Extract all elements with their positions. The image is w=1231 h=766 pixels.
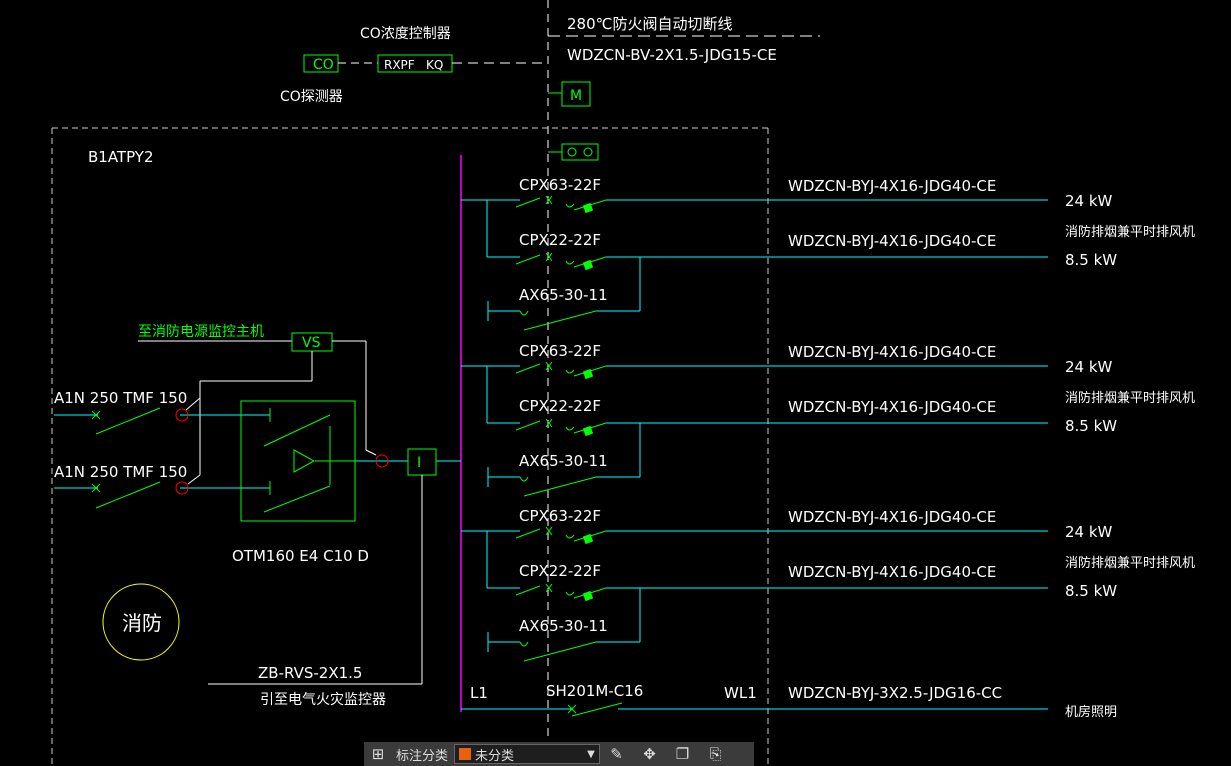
aux-blade xyxy=(523,310,597,331)
power-8.5kw: 8.5 kW xyxy=(1065,251,1117,269)
lighting-desc: 机房照明 xyxy=(1065,704,1117,720)
co-detector-label: CO探测器 xyxy=(280,89,343,105)
power-24kw: 24 kW xyxy=(1065,192,1113,210)
lighting-cable: WDZCN-BYJ-3X2.5-JDG16-CC xyxy=(788,684,1002,702)
fire-badge: 消防 xyxy=(122,611,162,635)
power-8.5kw: 8.5 kW xyxy=(1065,582,1117,600)
cpx22-label: CPX22-22F xyxy=(519,397,601,415)
switch-blade xyxy=(515,363,541,374)
cpx22-cable: WDZCN-BYJ-4X16-JDG40-CE xyxy=(788,398,996,416)
switch-arc xyxy=(565,591,575,596)
zb-cable: ZB-RVS-2X1.5 xyxy=(258,664,362,682)
wl-label: WL1 xyxy=(724,684,757,702)
damper-cable-label: WDZCN-BV-2X1.5-JDG15-CE xyxy=(567,46,777,64)
l1-label: L1 xyxy=(470,684,488,702)
ats-switch xyxy=(240,400,356,522)
il-box xyxy=(407,448,437,476)
copy-icon[interactable]: ❐ xyxy=(675,745,690,763)
motor-text: M xyxy=(570,88,582,104)
switch-cross xyxy=(545,526,553,536)
current-sensor-3 xyxy=(375,454,389,468)
current-sensor-1 xyxy=(175,408,189,422)
fire-damper-label: 280℃防火阀自动切断线 xyxy=(567,15,732,33)
switch-actuator xyxy=(582,368,594,380)
il-text: I xyxy=(417,455,421,471)
ax-label: AX65-30-11 xyxy=(519,452,608,470)
switch-arc xyxy=(565,260,575,265)
grid-icon[interactable]: ⊞ xyxy=(371,745,385,763)
monitor-label: 至消防电源监控主机 xyxy=(138,324,264,340)
aux-blade xyxy=(523,476,597,497)
panel-boundary xyxy=(51,127,769,766)
switch-arc xyxy=(565,534,575,539)
ats-model: OTM160 E4 C10 D xyxy=(232,547,369,565)
vs-text: VS xyxy=(302,335,321,351)
aux-blade xyxy=(523,641,597,662)
panel-name: B1ATPY2 xyxy=(88,148,154,166)
switch-actuator xyxy=(582,425,594,437)
cpx63-label: CPX63-22F xyxy=(519,342,601,360)
category-swatch xyxy=(459,748,472,760)
cpx63-cable: WDZCN-BYJ-4X16-JDG40-CE xyxy=(788,508,996,526)
switch-cross xyxy=(545,361,553,371)
switch-arc xyxy=(565,426,575,431)
ax-label: AX65-30-11 xyxy=(519,617,608,635)
load-desc: 消防排烟兼平时排风机 xyxy=(1065,224,1195,240)
cpx22-cable: WDZCN-BYJ-4X16-JDG40-CE xyxy=(788,563,996,581)
edit-icon[interactable]: ✎ xyxy=(610,745,623,763)
cpx63-cable: WDZCN-BYJ-4X16-JDG40-CE xyxy=(788,177,996,195)
a1n-label-2: A1N 250 TMF 150 xyxy=(54,463,187,481)
cpx63-label: CPX63-22F xyxy=(519,176,601,194)
ax-label: AX65-30-11 xyxy=(519,286,608,304)
load-desc: 消防排烟兼平时排风机 xyxy=(1065,555,1195,571)
zb-note: 引至电气火灾监控器 xyxy=(260,691,386,708)
circuit-groups: CPX63-22F WDZCN-BYJ-4X16-JDG40-CE 24 kW 消防排… xyxy=(461,176,1195,662)
power-24kw: 24 kW xyxy=(1065,358,1113,376)
chevron-down-icon: ▼ xyxy=(587,748,595,760)
lighting-breaker: SH201M-C16 xyxy=(546,682,643,700)
co-box-text: CO xyxy=(313,57,334,73)
a1n-label-1: A1N 250 TMF 150 xyxy=(54,389,187,407)
move-icon[interactable]: ✥ xyxy=(643,745,656,763)
switch-actuator xyxy=(582,259,594,271)
paste-icon[interactable]: ⎘ xyxy=(709,745,722,763)
cpx22-label: CPX22-22F xyxy=(519,562,601,580)
switch-blade xyxy=(515,254,541,265)
power-8.5kw: 8.5 kW xyxy=(1065,417,1117,435)
aux-arc xyxy=(519,310,529,316)
switch-arc xyxy=(565,369,575,374)
switch-blade xyxy=(515,197,541,208)
switch-blade xyxy=(515,420,541,431)
cpx63-cable: WDZCN-BYJ-4X16-JDG40-CE xyxy=(788,343,996,361)
rxpf-text: RXPF xyxy=(384,58,415,72)
signal-box xyxy=(561,143,599,161)
cpx22-label: CPX22-22F xyxy=(519,231,601,249)
co-controller-label: CO浓度控制器 xyxy=(360,26,451,42)
switch-cross xyxy=(545,195,553,205)
load-desc: 消防排烟兼平时排风机 xyxy=(1065,390,1195,406)
toolbar-label: 标注分类 xyxy=(396,748,449,764)
switch-cross xyxy=(545,252,553,262)
switch-actuator xyxy=(582,533,594,545)
motor-box xyxy=(561,81,591,107)
power-24kw: 24 kW xyxy=(1065,523,1113,541)
category-selected: 未分类 xyxy=(475,748,515,764)
annotation-toolbar: ⊞ 标注分类 未分类 ▼ ✎ ✥ ❐ ⎘ xyxy=(364,742,754,766)
current-sensor-2 xyxy=(175,481,189,495)
aux-arc xyxy=(519,476,529,482)
category-select[interactable]: 未分类 ▼ xyxy=(454,744,601,764)
fire-badge-ring xyxy=(102,583,180,661)
switch-blade xyxy=(515,585,541,596)
cpx22-cable: WDZCN-BYJ-4X16-JDG40-CE xyxy=(788,232,996,250)
aux-arc xyxy=(519,641,529,647)
switch-cross xyxy=(545,583,553,593)
switch-arc xyxy=(565,203,575,208)
switch-cross xyxy=(545,418,553,428)
kq-text: KQ xyxy=(426,58,443,72)
switch-actuator xyxy=(582,202,594,214)
cpx63-label: CPX63-22F xyxy=(519,507,601,525)
switch-blade xyxy=(515,528,541,539)
switch-actuator xyxy=(582,590,594,602)
